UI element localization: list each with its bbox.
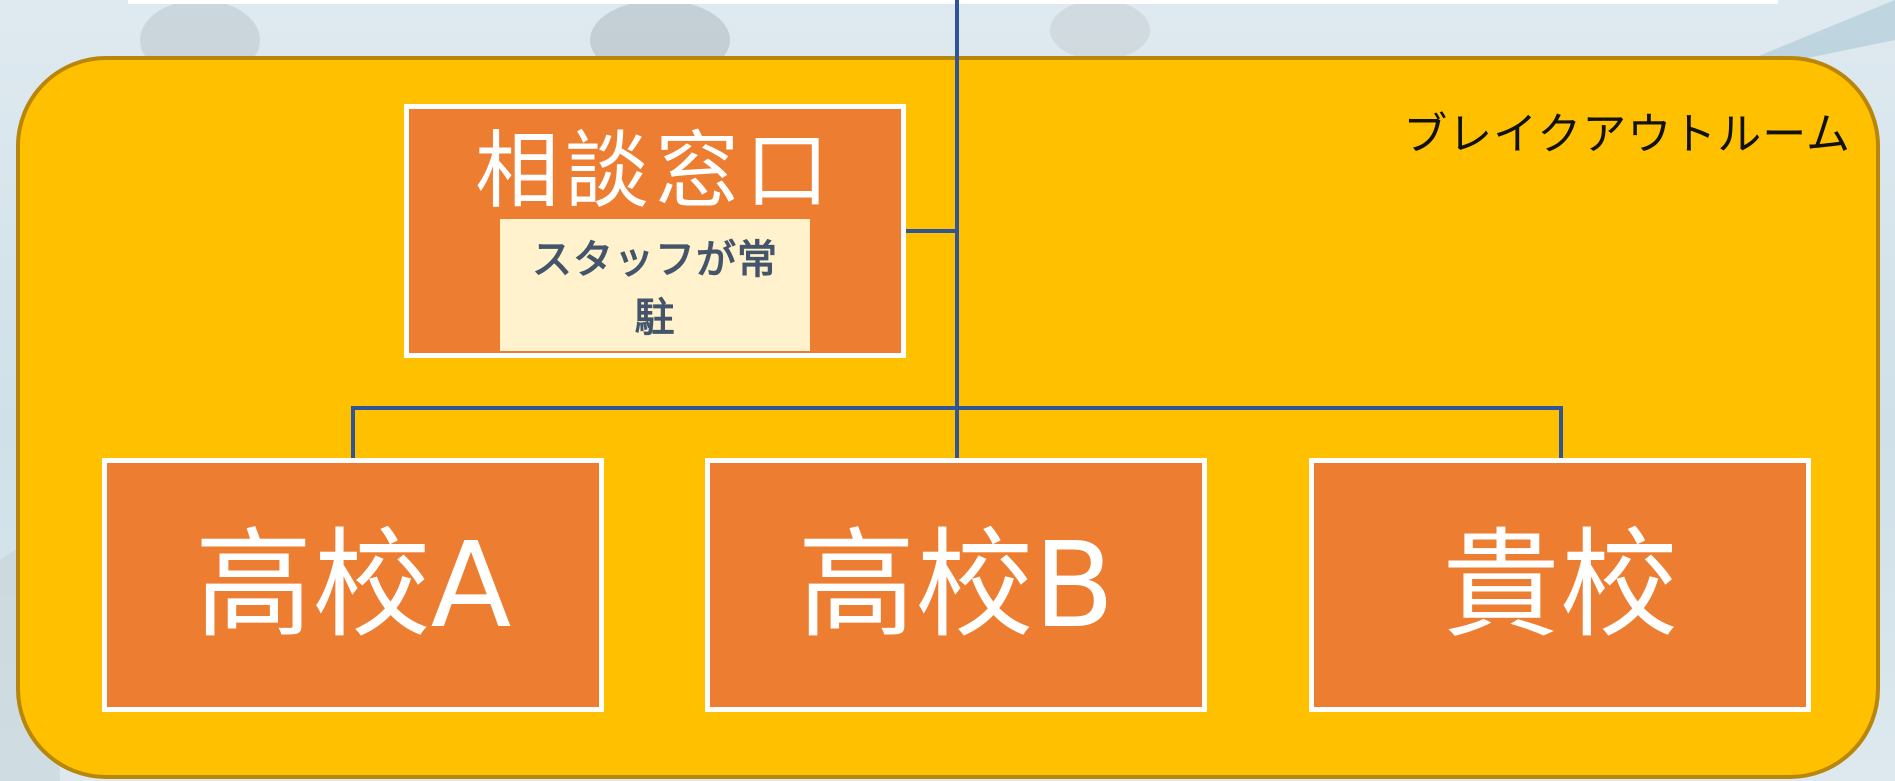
school-a-label: 高校A bbox=[194, 516, 512, 654]
your-school-box[interactable]: 貴校 bbox=[1309, 458, 1811, 712]
your-school-label: 貴校 bbox=[1441, 516, 1678, 654]
school-b-box[interactable]: 高校B bbox=[705, 458, 1207, 712]
staff-note-badge: スタッフが常駐 bbox=[500, 219, 810, 351]
room-label: ブレイクアウトルーム bbox=[1403, 109, 1851, 160]
consultation-desk-box[interactable]: 相談窓口 スタッフが常駐 bbox=[404, 104, 906, 358]
school-b-label: 高校B bbox=[797, 516, 1115, 654]
school-a-box[interactable]: 高校A bbox=[102, 458, 604, 712]
consultation-title: 相談窓口 bbox=[474, 122, 835, 220]
top-band bbox=[128, 0, 1778, 4]
